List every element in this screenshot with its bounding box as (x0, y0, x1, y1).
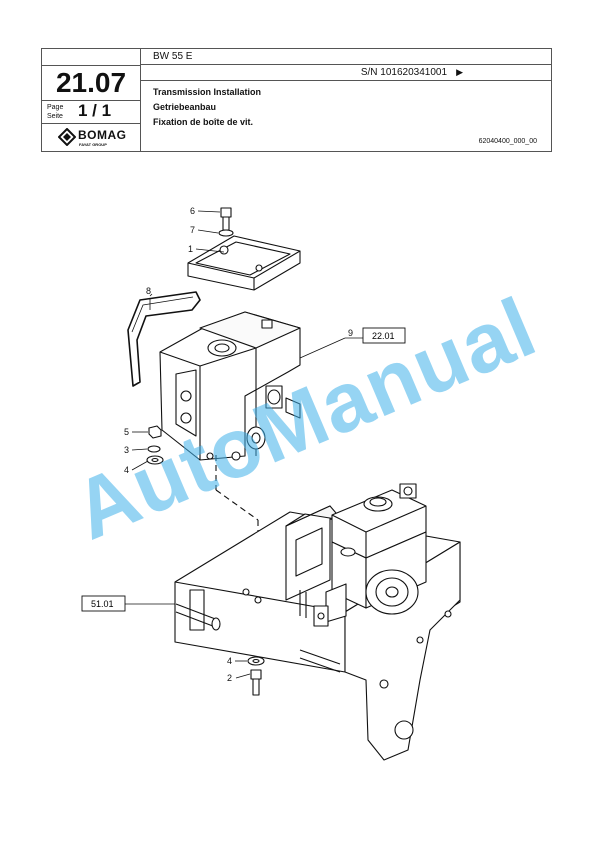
reference-22-01[interactable]: 22.01 (362, 327, 406, 344)
logo-subtext: FAYAT GROUP (79, 142, 107, 147)
exploded-parts-drawing: 6 7 1 8 9 5 3 4 4 2 22.01 51.01 (0, 160, 612, 840)
gearbox-housing-part (159, 311, 301, 461)
logo-text: BOMAG (78, 128, 127, 142)
divider (42, 65, 140, 66)
arrow-right-icon: ▶ (456, 67, 463, 77)
washer-part (147, 445, 161, 453)
page-label-en: Page (47, 104, 64, 111)
callout-1: 1 (188, 244, 193, 254)
callout-7: 7 (190, 225, 195, 235)
divider (140, 49, 141, 151)
gasket-part (127, 291, 201, 387)
title-block: 21.07 Page Seite 1 / 1 BOMAG FAYAT GROUP… (41, 48, 552, 152)
reference-22-01-label: 22.01 (372, 331, 395, 341)
callout-3: 3 (124, 445, 129, 455)
serial-number: S/N 101620341001 (360, 67, 447, 78)
bolt-part (220, 207, 232, 231)
callout-5: 5 (124, 427, 129, 437)
divider (42, 100, 140, 101)
page-label-de: Seite (47, 113, 63, 120)
title-german: Getriebeanbau (153, 102, 217, 112)
title-french: Fixation de boîte de vit. (153, 117, 254, 127)
bomag-logo-icon (58, 128, 76, 146)
callout-2: 2 (227, 673, 232, 683)
callout-labels: 6 7 1 8 9 5 3 4 4 2 (124, 206, 353, 683)
drawing-canvas: 6 7 1 8 9 5 3 4 4 2 22.01 51.01 (81, 206, 461, 761)
nut-part (148, 425, 162, 439)
callout-8: 8 (146, 286, 151, 296)
reference-51-01-label: 51.01 (91, 599, 114, 609)
bomag-logo: BOMAG FAYAT GROUP (58, 128, 134, 148)
callout-4: 4 (124, 465, 129, 475)
callout-4-lower: 4 (227, 656, 232, 666)
divider (42, 123, 140, 124)
washer-part (218, 229, 234, 237)
reference-51-01[interactable]: 51.01 (81, 595, 126, 612)
drawing-number: 62040400_000_00 (478, 138, 537, 145)
page-label: Page Seite (47, 103, 63, 121)
callout-9: 9 (348, 328, 353, 338)
page-number: 1 / 1 (78, 101, 112, 120)
engine-part (285, 483, 427, 627)
cover-plate-part (187, 235, 301, 291)
section-number: 21.07 (55, 67, 127, 98)
model-name: BW 55 E (153, 51, 193, 62)
divider (140, 64, 551, 65)
divider (140, 80, 551, 81)
callout-6: 6 (190, 206, 195, 216)
bolt-part (250, 669, 262, 696)
title-english: Transmission Installation (153, 87, 262, 97)
